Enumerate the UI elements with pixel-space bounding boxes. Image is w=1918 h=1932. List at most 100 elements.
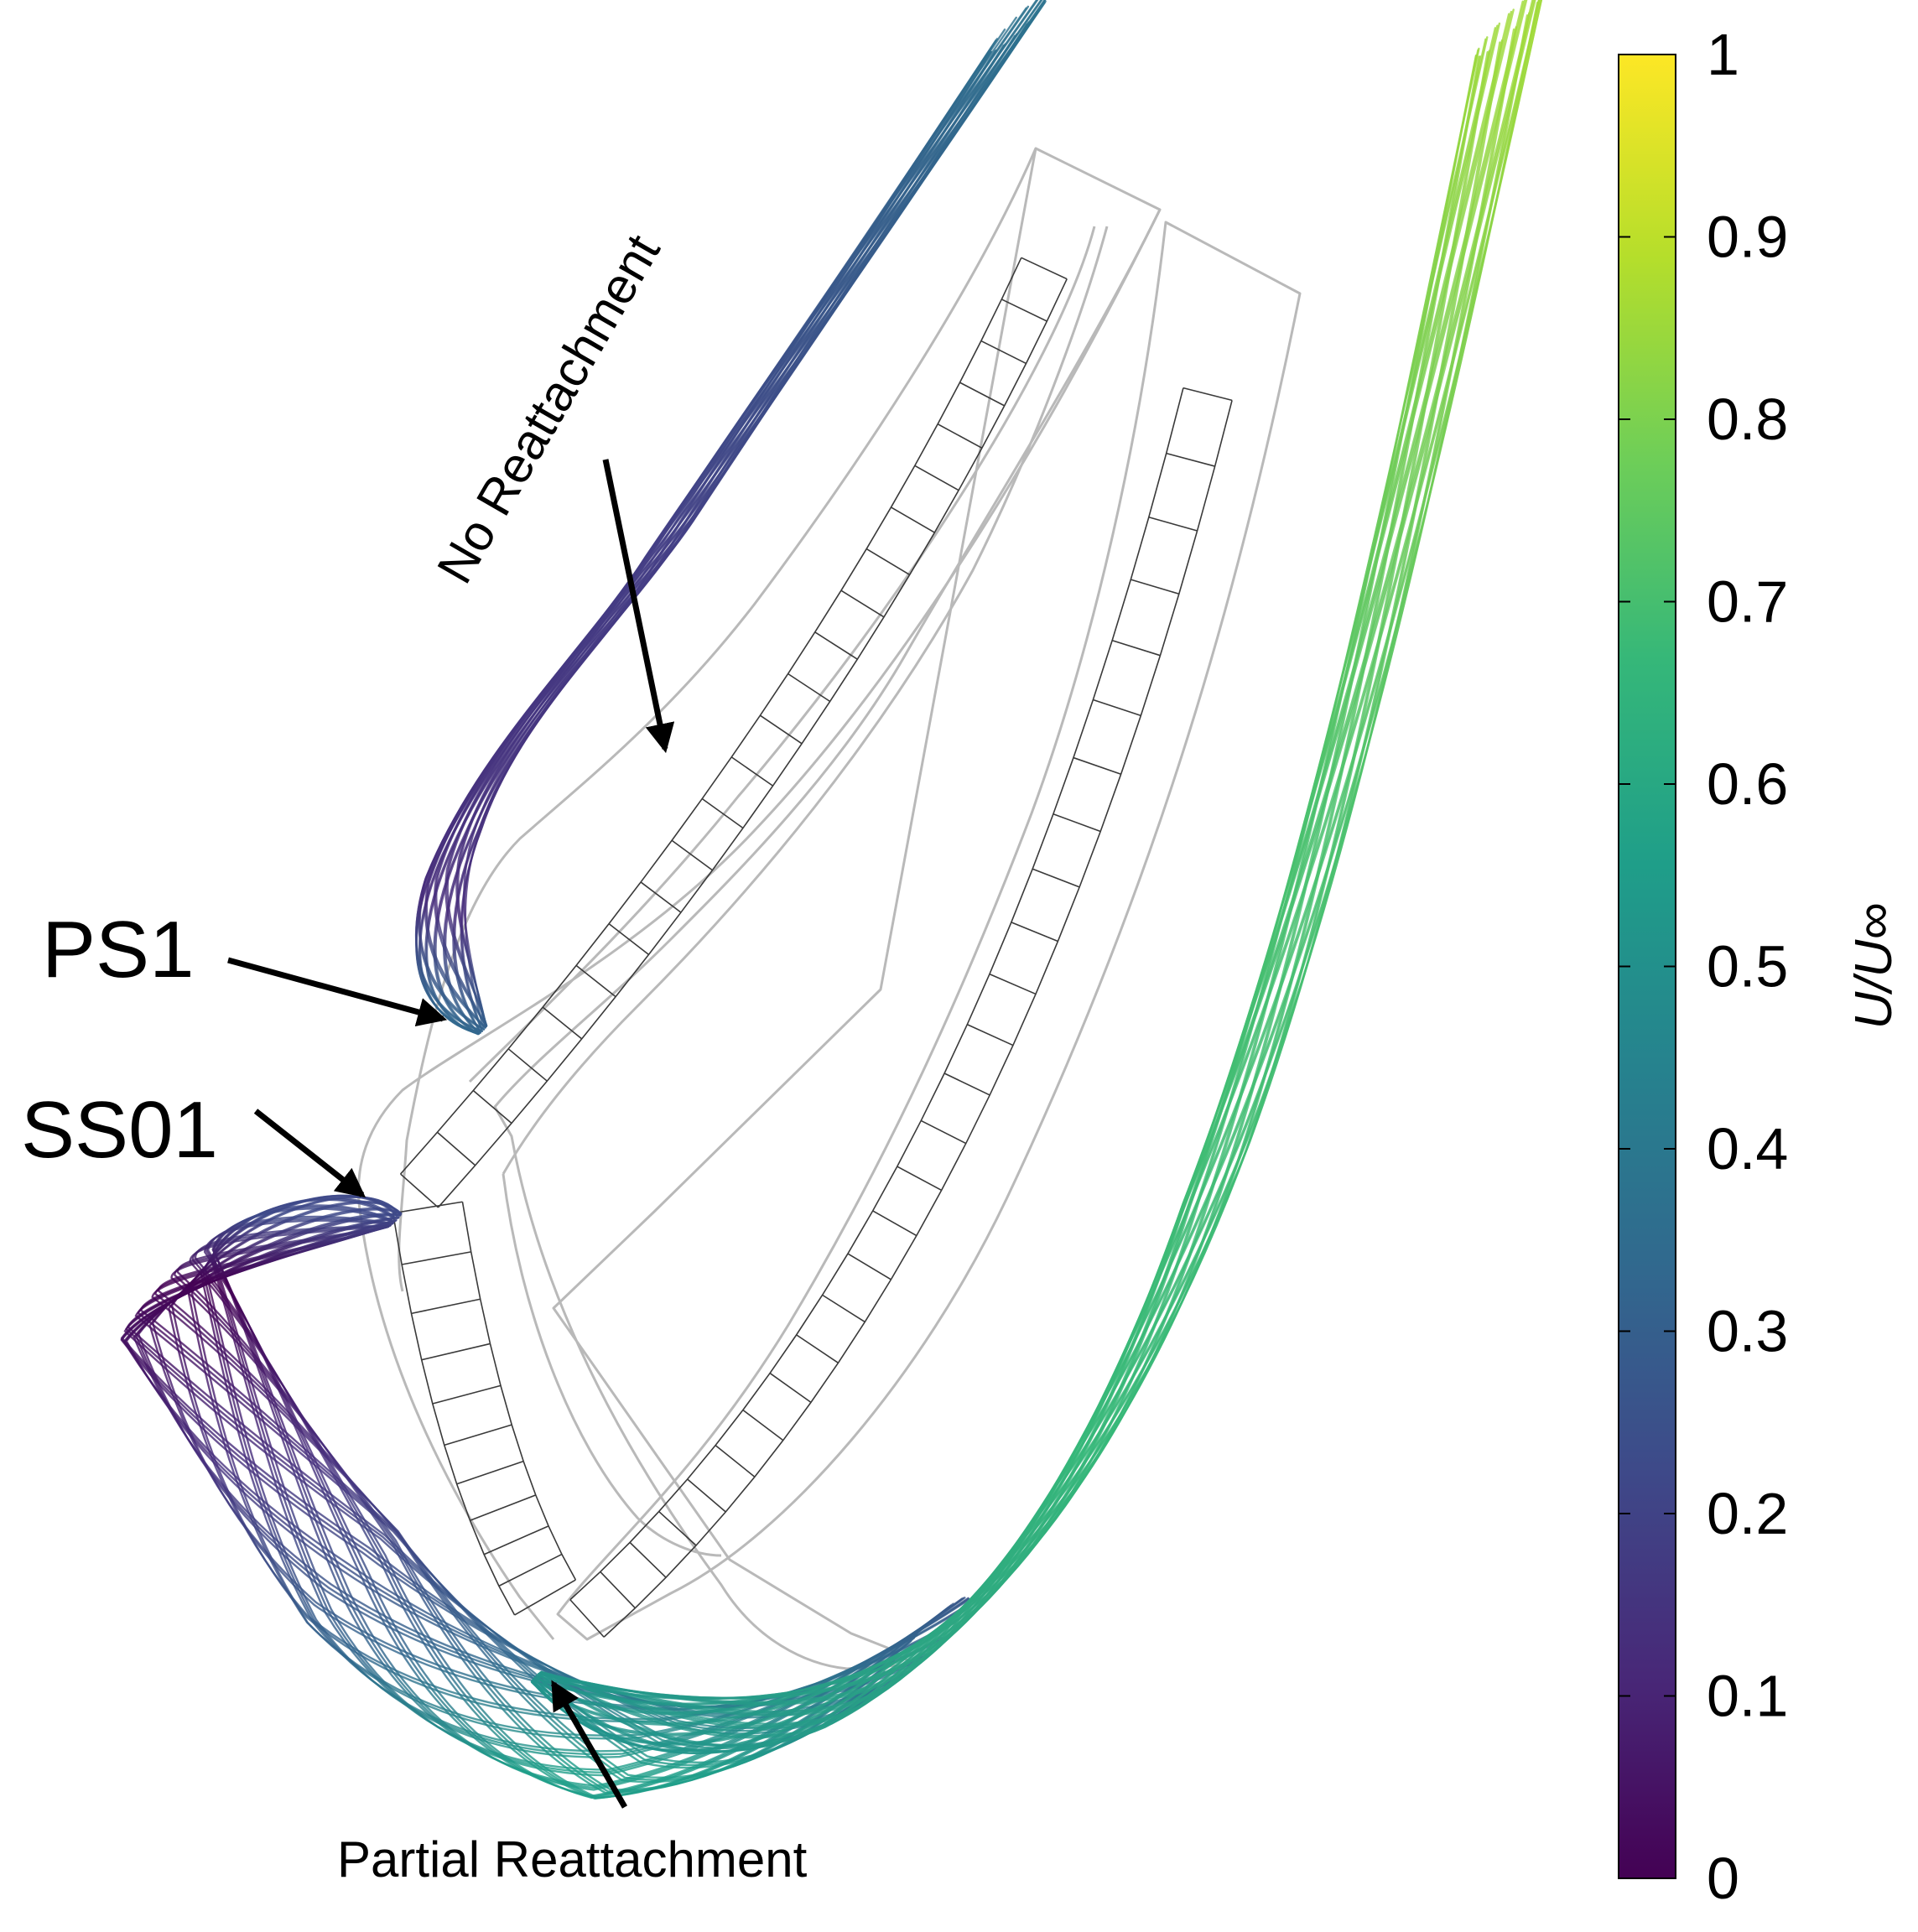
pressure-pockets-rung — [600, 1571, 636, 1609]
outer-skin-line — [357, 209, 1162, 1640]
colorbar-tick-label: 0.4 — [1707, 1116, 1788, 1182]
suction-pockets-rung — [608, 922, 650, 956]
colorbar-tick-label: 0.3 — [1707, 1299, 1788, 1364]
leading-pockets-rung — [444, 1424, 512, 1446]
pressure-pockets-rung — [847, 1253, 891, 1280]
ss01-arrow — [253, 1109, 366, 1198]
streamline — [463, 16, 1017, 1027]
suction-pockets-rung — [759, 714, 803, 745]
colorbar-tick-label: 0.6 — [1707, 751, 1788, 817]
streamline — [535, 12, 1531, 1754]
suction-pockets-edge — [437, 278, 1068, 1208]
suction-pockets-rung — [865, 548, 911, 576]
pressure-pockets-rung — [769, 1372, 812, 1404]
streamline — [189, 1224, 912, 1799]
pressure-pockets-rung — [1131, 579, 1180, 595]
leading-pockets-rung — [392, 1201, 463, 1214]
streamline — [446, 0, 1038, 1027]
leading-pockets-rung — [456, 1460, 524, 1485]
colorbar-title: U/U∞ — [1845, 903, 1903, 1030]
colorbar-tick-label: 0.7 — [1707, 569, 1788, 635]
colorbar-ticks: 00.10.20.30.40.50.60.70.80.91 — [1619, 22, 1788, 1911]
pressure-pockets-rung — [687, 1478, 726, 1513]
streamline — [538, 13, 1510, 1703]
streamline — [540, 0, 1534, 1726]
leading-pockets-edge — [461, 1202, 577, 1581]
suction-pockets-rung — [891, 506, 935, 533]
suction-pockets-edge — [399, 257, 1022, 1175]
pressure-pockets-rung — [822, 1294, 865, 1323]
leading-pockets-rung — [411, 1298, 481, 1315]
streamline — [433, 49, 997, 1035]
pressure-pockets-rung — [872, 1210, 917, 1237]
suction-pockets-rung — [507, 1048, 548, 1082]
streamline — [418, 34, 1016, 1035]
pressure-pockets-rung — [920, 1119, 967, 1145]
suction-pockets-rung — [980, 340, 1027, 365]
leading-pockets-rung — [483, 1525, 549, 1555]
streamline — [540, 0, 1541, 1739]
pressure-pockets-rung — [966, 1023, 1014, 1046]
no-reattachment-arrow — [602, 459, 675, 754]
partial-reattachment-arrow — [550, 1680, 628, 1809]
streamline — [170, 1226, 895, 1791]
colorbar-tick-label: 1 — [1707, 22, 1739, 87]
ps1-streamlines — [414, 0, 1047, 1036]
streamline — [456, 7, 1027, 1027]
streamline — [137, 1213, 928, 1708]
leading-pockets-rung — [498, 1553, 563, 1587]
pressure-pockets-rung — [715, 1445, 756, 1478]
cooling-pockets — [392, 257, 1233, 1638]
inner-cavity-outline — [398, 148, 1037, 1292]
streamline — [151, 1225, 883, 1779]
streamline — [186, 1196, 967, 1737]
suction-pockets-rung — [730, 756, 773, 787]
pressure-pockets-edge — [569, 387, 1184, 1601]
ps1-label: PS1 — [42, 905, 194, 995]
colorbar-tick-label: 0.8 — [1707, 387, 1788, 452]
pressure-side-cavity — [556, 221, 1302, 1641]
lower-cavity — [502, 1173, 722, 1557]
colorbar-tick-label: 0.5 — [1707, 934, 1788, 1000]
streamline — [540, 0, 1536, 1729]
ps1-arrow — [227, 957, 448, 1027]
suction-pockets-rung — [959, 382, 1006, 407]
partial-reattachment-label: Partial Reattachment — [337, 1831, 808, 1888]
streamline — [455, 5, 1030, 1027]
suction-pockets-rung — [701, 797, 744, 829]
pressure-pockets-rung — [1053, 813, 1101, 833]
streamline — [538, 0, 1543, 1747]
streamline — [534, 14, 1529, 1754]
pressure-pockets-edge — [603, 400, 1233, 1638]
streamline — [203, 1219, 932, 1800]
suction-pockets-rung — [472, 1089, 512, 1124]
streamline — [137, 1224, 878, 1767]
streamline — [434, 0, 1043, 1028]
streamline — [540, 0, 1536, 1727]
colorbar-tick-label: 0.1 — [1707, 1664, 1788, 1729]
leading-pockets-edge — [392, 1213, 516, 1616]
colorbar-tick-label: 0 — [1707, 1846, 1739, 1911]
pressure-pockets-rung — [1011, 922, 1058, 943]
suction-pockets-rung — [814, 631, 858, 660]
colorbar: 00.10.20.30.40.50.60.70.80.91 U/U∞ — [1618, 22, 1903, 1911]
pressure-pockets-rung — [1093, 699, 1141, 717]
pressure-pockets-rung — [629, 1541, 667, 1578]
suction-pockets-rung — [542, 1006, 583, 1040]
streamline — [424, 43, 1006, 1036]
pressure-pockets-rung — [742, 1409, 784, 1441]
suction-pockets-rung — [840, 589, 885, 618]
streamline — [418, 33, 1018, 1035]
pressure-pockets-rung — [1183, 387, 1233, 402]
pressure-pockets-rung — [1032, 868, 1080, 888]
streamline — [122, 1217, 902, 1719]
suction-pockets-rung — [1001, 299, 1047, 322]
suction-pockets-rung — [436, 1131, 476, 1166]
pressure-pockets-rung — [658, 1510, 697, 1546]
streamline — [189, 1195, 968, 1740]
pressure-pockets-rung — [1148, 517, 1198, 532]
pressure-pockets-rung — [989, 973, 1037, 995]
suction-pockets-rung — [400, 1173, 439, 1208]
streamline — [123, 1216, 905, 1716]
